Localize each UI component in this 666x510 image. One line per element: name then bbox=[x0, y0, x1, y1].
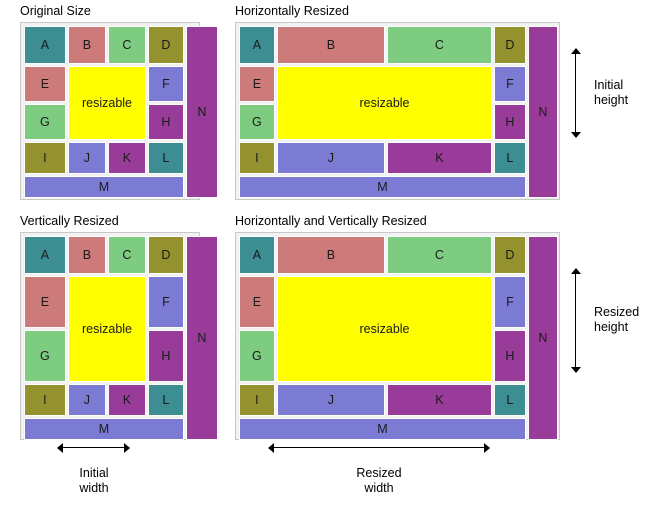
panel-title-horizontally-resized: Horizontally Resized bbox=[235, 4, 349, 18]
measure-initial-width-arrow bbox=[57, 442, 130, 453]
cell-c[interactable]: C bbox=[108, 26, 146, 64]
layout-grid-vertical: A B C D E G resizable F H I J K L M N bbox=[20, 232, 218, 440]
cell-i[interactable]: I bbox=[239, 384, 275, 416]
cell-m[interactable]: M bbox=[239, 418, 526, 440]
measure-resized-height-arrow bbox=[570, 268, 581, 373]
cell-k[interactable]: K bbox=[108, 142, 146, 174]
panel-title-original-size: Original Size bbox=[20, 4, 91, 18]
arrow-head-up-icon bbox=[570, 268, 581, 274]
cell-n[interactable]: N bbox=[186, 26, 218, 198]
cell-j[interactable]: J bbox=[277, 384, 385, 416]
arrow-shaft bbox=[273, 447, 485, 448]
cell-d[interactable]: D bbox=[148, 26, 184, 64]
arrow-head-down-icon bbox=[570, 132, 581, 138]
cell-k[interactable]: K bbox=[387, 142, 492, 174]
cell-l[interactable]: L bbox=[148, 384, 184, 416]
arrow-head-up-icon bbox=[570, 48, 581, 54]
panel-original-size: Original Size A B C D E G resizable F H … bbox=[20, 4, 220, 204]
cell-h[interactable]: H bbox=[148, 104, 184, 140]
cell-b[interactable]: B bbox=[68, 236, 106, 274]
cell-l[interactable]: L bbox=[494, 384, 526, 416]
cell-g[interactable]: G bbox=[24, 330, 66, 382]
cell-h[interactable]: H bbox=[494, 104, 526, 140]
cell-c[interactable]: C bbox=[108, 236, 146, 274]
cell-f[interactable]: F bbox=[494, 66, 526, 102]
cell-a[interactable]: A bbox=[24, 236, 66, 274]
arrow-shaft bbox=[575, 273, 576, 368]
arrow-head-left-icon bbox=[268, 442, 274, 453]
panel-horizontally-resized: Horizontally Resized A B C D E G resizab… bbox=[235, 4, 565, 204]
cell-c[interactable]: C bbox=[387, 236, 492, 274]
measure-resized-width-arrow bbox=[268, 442, 490, 453]
arrow-head-left-icon bbox=[57, 442, 63, 453]
cell-g[interactable]: G bbox=[24, 104, 66, 140]
arrow-shaft bbox=[62, 447, 125, 448]
arrow-shaft bbox=[575, 53, 576, 133]
cell-a[interactable]: A bbox=[24, 26, 66, 64]
cell-e[interactable]: E bbox=[239, 276, 275, 328]
cell-e[interactable]: E bbox=[239, 66, 275, 102]
cell-l[interactable]: L bbox=[148, 142, 184, 174]
cell-f[interactable]: F bbox=[494, 276, 526, 328]
cell-g[interactable]: G bbox=[239, 104, 275, 140]
cell-i[interactable]: I bbox=[24, 142, 66, 174]
layout-grid-original: A B C D E G resizable F H I J K L M N bbox=[20, 22, 218, 200]
cell-b[interactable]: B bbox=[277, 236, 385, 274]
cell-a[interactable]: A bbox=[239, 236, 275, 274]
cell-h[interactable]: H bbox=[494, 330, 526, 382]
cell-k[interactable]: K bbox=[108, 384, 146, 416]
layout-grid-both: A B C D E G resizable F H I J K L M N bbox=[235, 232, 560, 440]
cell-c[interactable]: C bbox=[387, 26, 492, 64]
measure-initial-height-arrow bbox=[570, 48, 581, 138]
cell-h[interactable]: H bbox=[148, 330, 184, 382]
panel-vertically-resized: Vertically Resized A B C D E G resizable… bbox=[20, 214, 220, 440]
cell-m[interactable]: M bbox=[239, 176, 526, 198]
cell-n[interactable]: N bbox=[186, 236, 218, 440]
cell-a[interactable]: A bbox=[239, 26, 275, 64]
cell-resizable[interactable]: resizable bbox=[68, 276, 146, 382]
cell-n[interactable]: N bbox=[528, 26, 558, 198]
panel-title-vertically-resized: Vertically Resized bbox=[20, 214, 119, 228]
cell-resizable[interactable]: resizable bbox=[277, 276, 492, 382]
cell-b[interactable]: B bbox=[68, 26, 106, 64]
cell-f[interactable]: F bbox=[148, 276, 184, 328]
cell-j[interactable]: J bbox=[68, 142, 106, 174]
label-initial-height: Initial height bbox=[594, 78, 629, 107]
cell-resizable[interactable]: resizable bbox=[277, 66, 492, 140]
cell-e[interactable]: E bbox=[24, 276, 66, 328]
cell-f[interactable]: F bbox=[148, 66, 184, 102]
arrow-head-right-icon bbox=[124, 442, 130, 453]
cell-d[interactable]: D bbox=[494, 26, 526, 64]
label-initial-width: Initial width bbox=[79, 466, 109, 495]
cell-e[interactable]: E bbox=[24, 66, 66, 102]
label-resized-height: Resized height bbox=[594, 305, 640, 334]
cell-m[interactable]: M bbox=[24, 176, 184, 198]
cell-d[interactable]: D bbox=[494, 236, 526, 274]
cell-j[interactable]: J bbox=[277, 142, 385, 174]
cell-i[interactable]: I bbox=[24, 384, 66, 416]
cell-l[interactable]: L bbox=[494, 142, 526, 174]
panel-title-horizontally-and-vertically-resized: Horizontally and Vertically Resized bbox=[235, 214, 427, 228]
cell-n[interactable]: N bbox=[528, 236, 558, 440]
panel-horizontally-and-vertically-resized: Horizontally and Vertically Resized A B … bbox=[235, 214, 565, 440]
cell-g[interactable]: G bbox=[239, 330, 275, 382]
arrow-head-down-icon bbox=[570, 367, 581, 373]
arrow-head-right-icon bbox=[484, 442, 490, 453]
cell-b[interactable]: B bbox=[277, 26, 385, 64]
cell-d[interactable]: D bbox=[148, 236, 184, 274]
cell-m[interactable]: M bbox=[24, 418, 184, 440]
cell-resizable[interactable]: resizable bbox=[68, 66, 146, 140]
layout-grid-horizontal: A B C D E G resizable F H I J K L M N bbox=[235, 22, 560, 200]
cell-j[interactable]: J bbox=[68, 384, 106, 416]
cell-i[interactable]: I bbox=[239, 142, 275, 174]
label-resized-width: Resized width bbox=[356, 466, 402, 495]
cell-k[interactable]: K bbox=[387, 384, 492, 416]
